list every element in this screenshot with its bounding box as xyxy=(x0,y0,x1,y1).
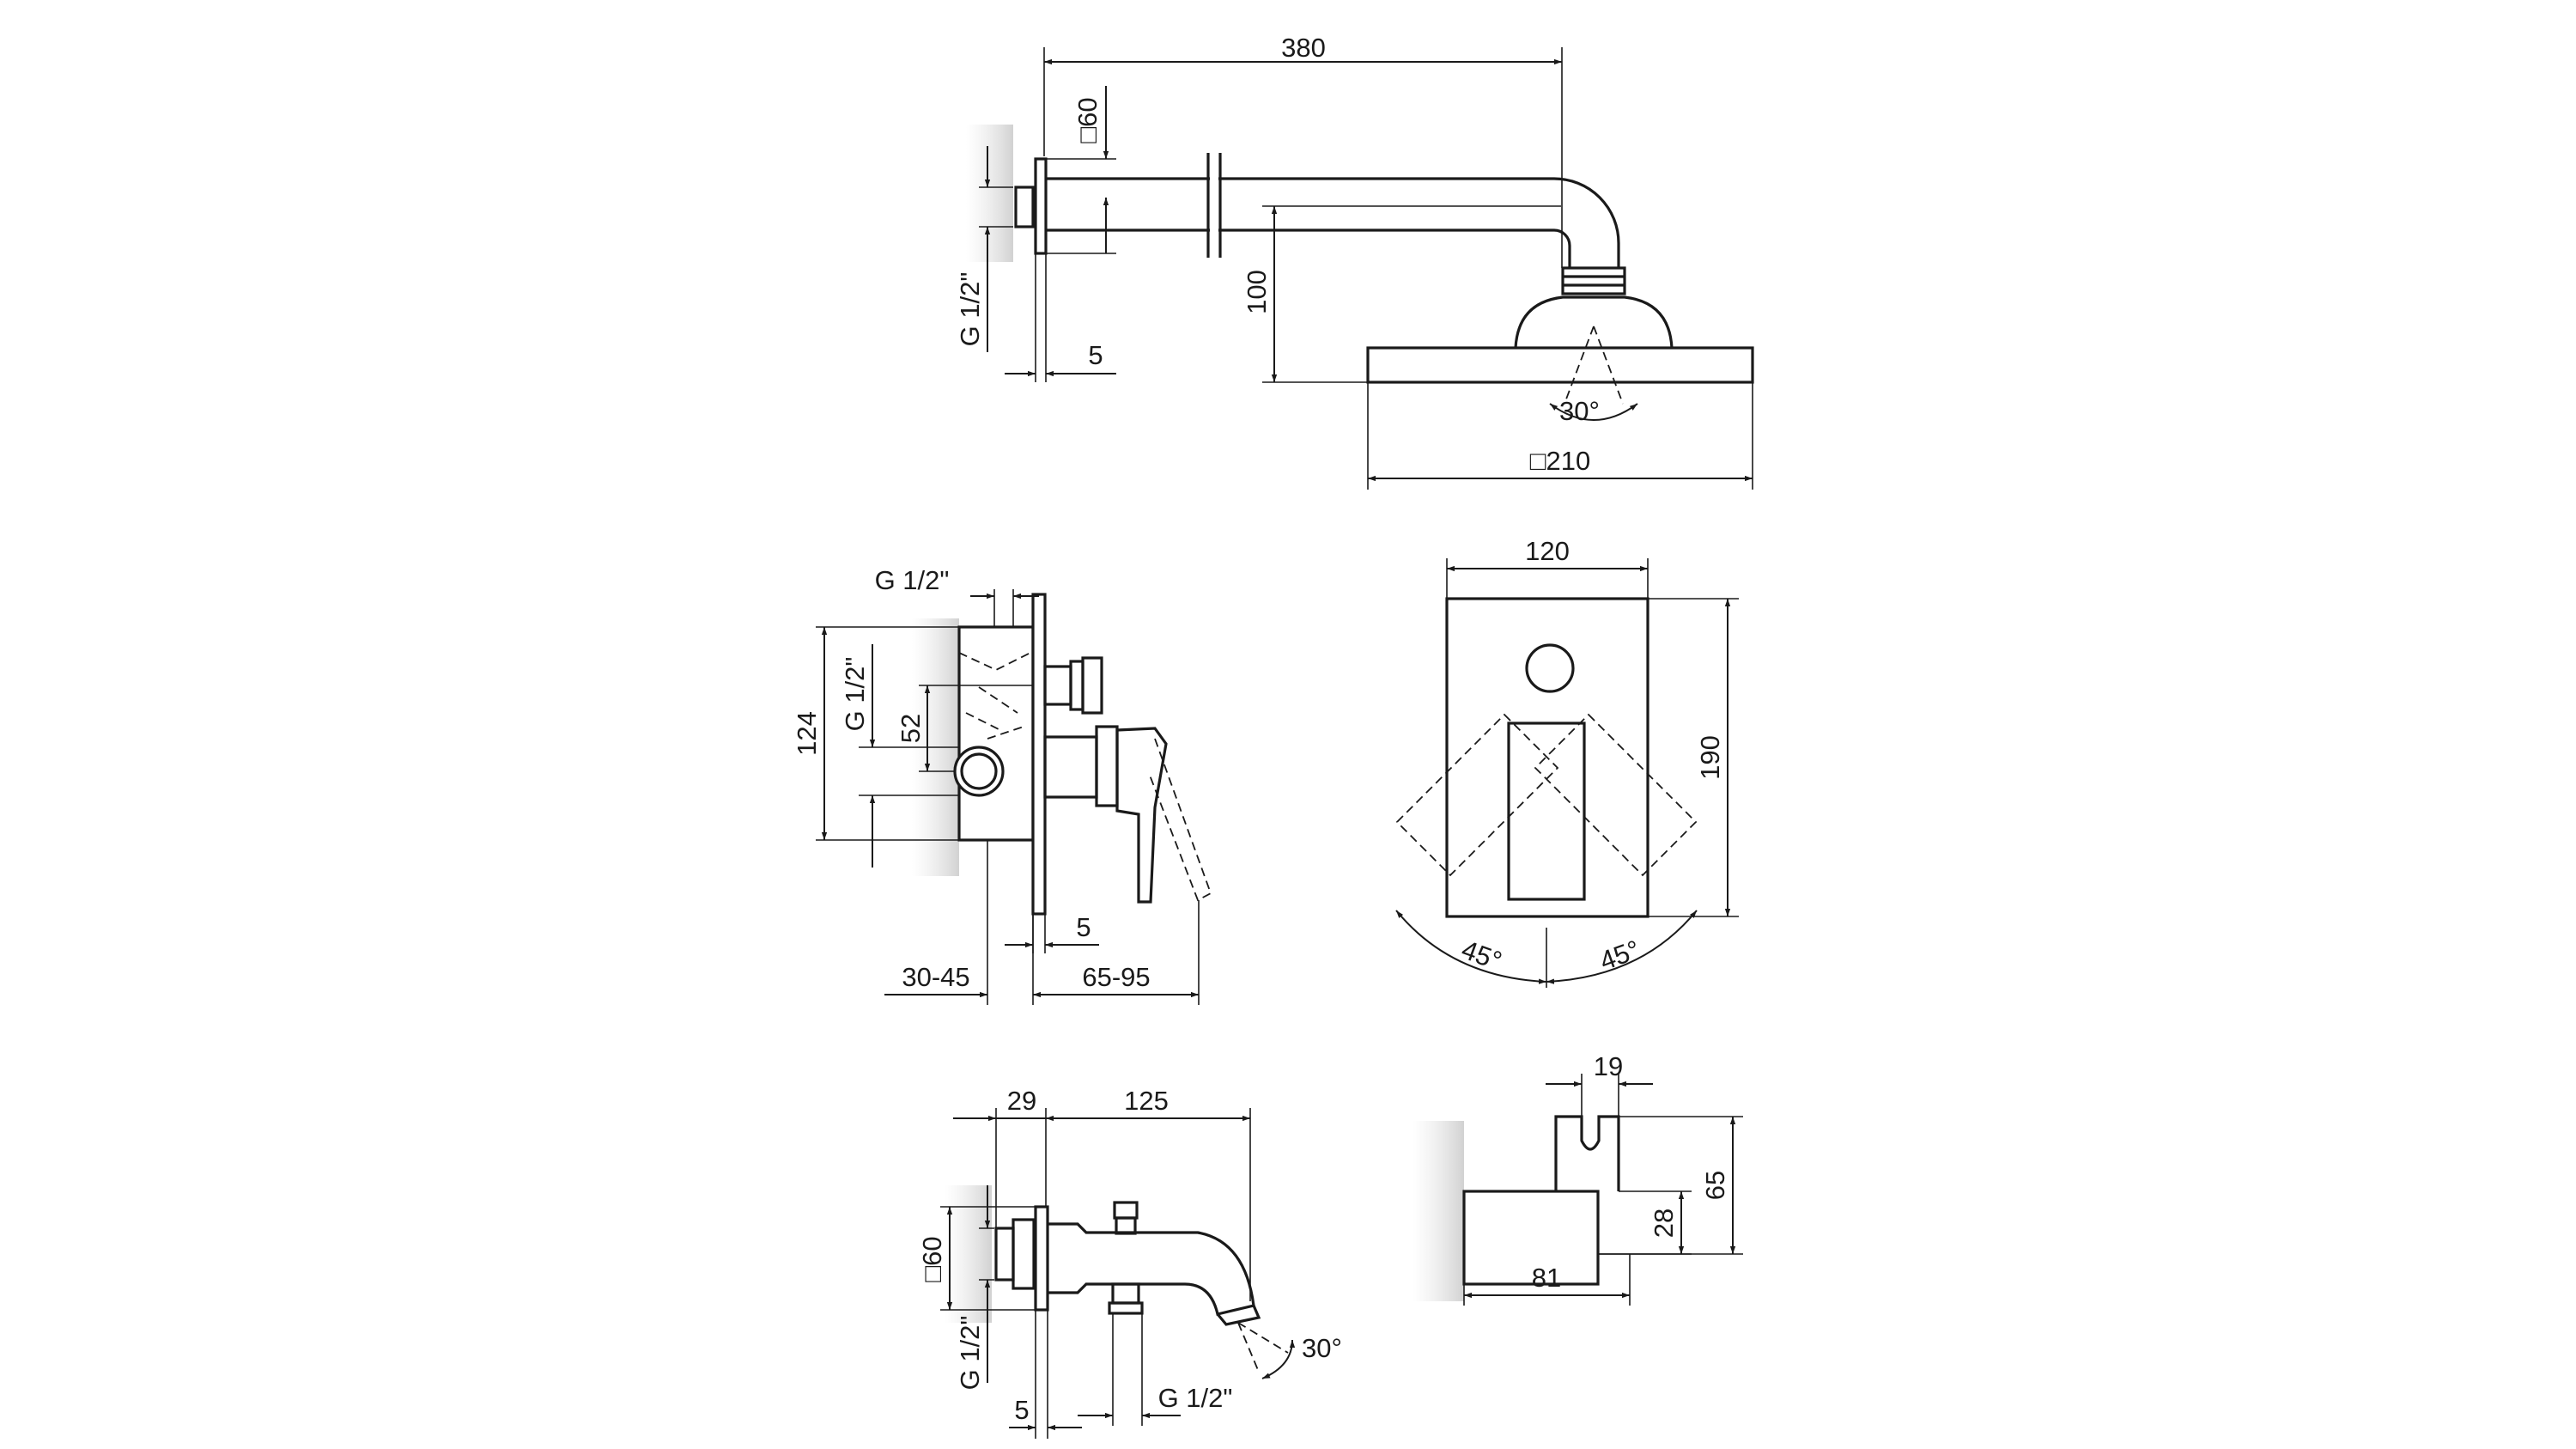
dim-spout-angle-label: 30° xyxy=(1302,1333,1342,1363)
outlet-cap xyxy=(1081,656,1103,715)
dim-thread-label: G 1/2" xyxy=(955,272,985,347)
dim-spout-wall-label: 5 xyxy=(1014,1395,1029,1425)
dim-axis-label: 52 xyxy=(896,714,926,743)
dim-length-label: 380 xyxy=(1281,33,1326,63)
dim-height-label: 124 xyxy=(792,711,822,756)
dim-spout-flange-label: □60 xyxy=(917,1236,947,1282)
lever-ghost-left xyxy=(1395,713,1559,877)
dim-inlet-thread-label: G 1/2" xyxy=(875,565,950,595)
dim-holder-body-label: 28 xyxy=(1649,1209,1679,1238)
dim-spout-outlet-thread-label: G 1/2" xyxy=(1158,1383,1233,1413)
dim-spout-thread-label: G 1/2" xyxy=(955,1316,985,1391)
dim-slot-label: 19 xyxy=(1594,1051,1623,1081)
diverter-button xyxy=(1525,643,1575,693)
dim-plate-label: 5 xyxy=(1076,912,1091,942)
dim-wall-label: 5 xyxy=(1088,340,1103,370)
head-dome xyxy=(1514,295,1674,349)
holder-view: 19 65 28 81 xyxy=(1413,1051,1743,1306)
arm-flange xyxy=(1034,157,1048,255)
shower-arm-view: 380 □60 G 1/2" 5 100 30° □210 xyxy=(955,33,1754,490)
wall-connector xyxy=(1014,186,1035,228)
mixer-side-view: G 1/2" 124 G 1/2" 52 5 30-45 65-95 xyxy=(792,565,1212,1005)
dim-angle-left-label: 45° xyxy=(1458,935,1506,977)
dim-front-height-label: 190 xyxy=(1695,735,1725,780)
lever-handle xyxy=(1115,727,1168,904)
dim-holder-height-label: 65 xyxy=(1700,1171,1730,1200)
dim-outlet-thread-label: G 1/2" xyxy=(840,657,870,732)
dim-flange-depth-label: 29 xyxy=(1007,1086,1036,1116)
dim-depth-lever-label: 65-95 xyxy=(1082,962,1150,992)
mixer-body-box xyxy=(957,625,1035,842)
lever-ghost-right xyxy=(1534,713,1698,877)
dim-spray-angle-label: 30° xyxy=(1559,396,1600,426)
holder-body xyxy=(1462,1190,1600,1286)
cover-plate xyxy=(1031,593,1047,916)
dim-angle-right-label: 45° xyxy=(1595,935,1643,977)
dim-depth-wall-label: 30-45 xyxy=(902,962,969,992)
shower-arm xyxy=(1046,177,1620,268)
dim-drop-label: 100 xyxy=(1242,270,1272,314)
holder-cradle xyxy=(1554,1115,1620,1191)
spout-flange xyxy=(1034,1205,1049,1312)
diverter-knob xyxy=(1113,1201,1139,1220)
spout-view: 29 125 □60 G 1/2" 5 G 1/2" 30° xyxy=(917,1086,1342,1439)
dim-head-size-label: □210 xyxy=(1530,446,1590,476)
spout-body xyxy=(1048,1222,1255,1316)
dim-flange-label: □60 xyxy=(1072,97,1103,143)
spout-bottom-outlet xyxy=(1108,1301,1144,1315)
head-nut xyxy=(1561,266,1626,295)
spout-connector xyxy=(1012,1218,1036,1290)
front-lever xyxy=(1507,721,1586,901)
shower-head-plate xyxy=(1366,346,1754,384)
dim-holder-length-label: 81 xyxy=(1532,1263,1561,1293)
dim-reach-label: 125 xyxy=(1124,1086,1169,1116)
dim-width-label: 120 xyxy=(1525,536,1570,566)
mixer-front-view: 120 190 45° 45° xyxy=(1395,536,1739,988)
lever-body xyxy=(1095,725,1119,807)
